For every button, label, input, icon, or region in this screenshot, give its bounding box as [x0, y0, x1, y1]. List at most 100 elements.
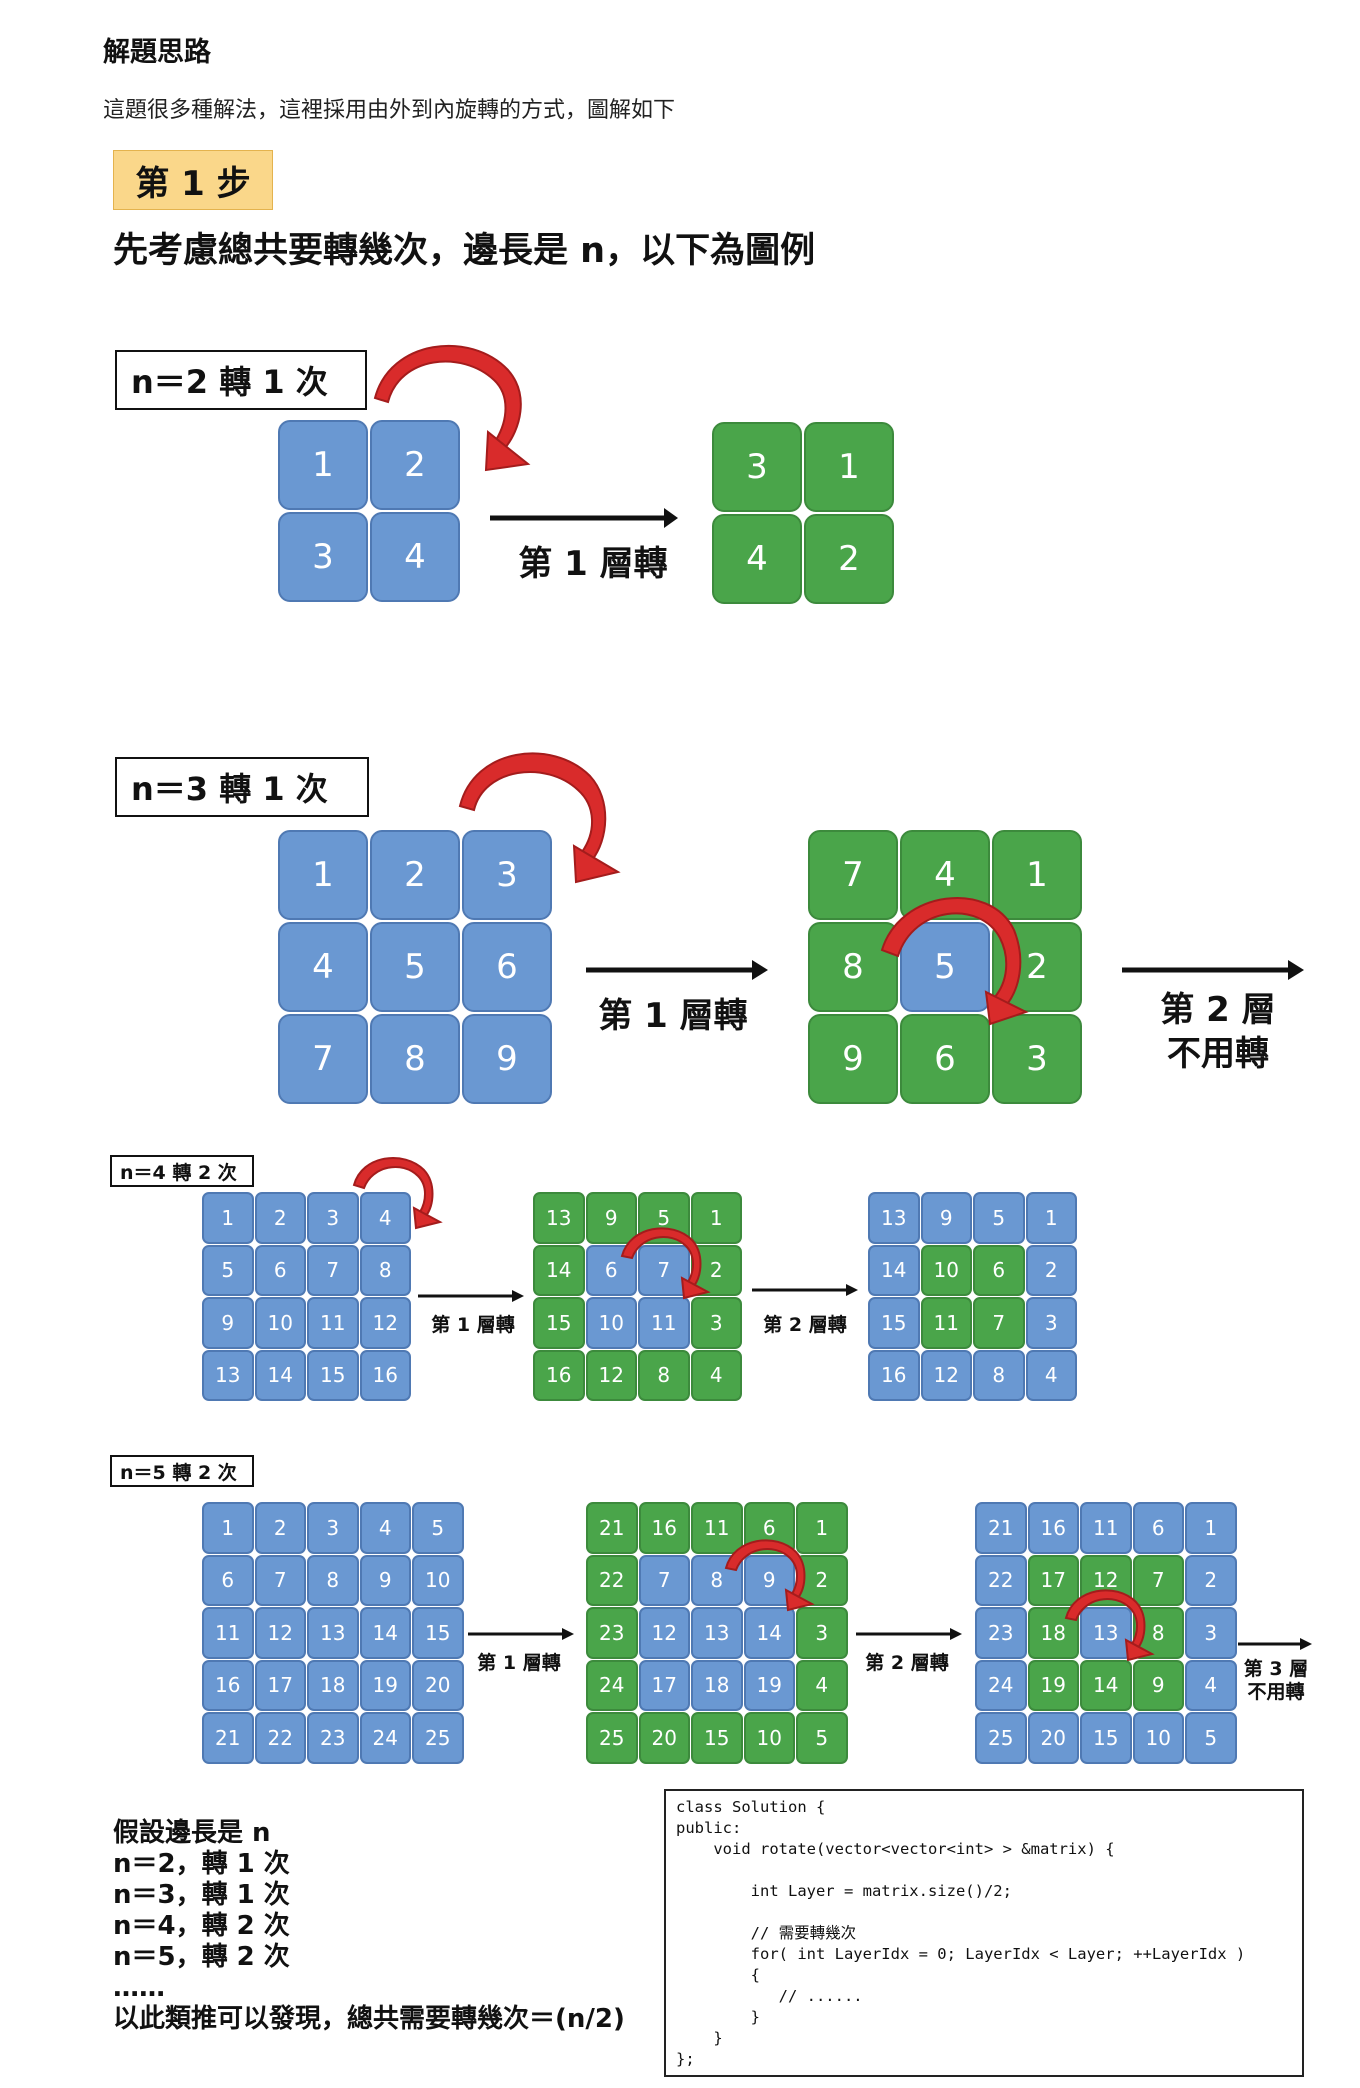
matrix-cell: 1 — [202, 1502, 254, 1554]
matrix-cell: 7 — [307, 1244, 359, 1296]
matrix-cell: 8 — [307, 1554, 359, 1606]
matrix-cell: 12 — [920, 1349, 972, 1401]
matrix-cell: 17 — [638, 1659, 690, 1711]
caption-n2-layer1: 第 1 層轉 — [518, 544, 668, 584]
matrix-cell: 25 — [586, 1712, 638, 1764]
section-title: 解題思路 — [103, 37, 211, 68]
matrix-cell: 16 — [638, 1502, 690, 1554]
matrix-cell: 5 — [1185, 1712, 1237, 1764]
matrix-cell: 4 — [1185, 1659, 1237, 1711]
matrix-cell: 12 — [638, 1607, 690, 1659]
matrix-cell: 1 — [796, 1502, 848, 1554]
caption-n5-layer2: 第 2 層轉 — [865, 1652, 949, 1674]
matrix-cell: 7 — [638, 1244, 690, 1296]
matrix-cell: 8 — [638, 1349, 690, 1401]
matrix-cell: 6 — [202, 1554, 254, 1606]
matrix-cell: 2 — [690, 1244, 742, 1296]
intro-text: 這題很多種解法，這裡採用由外到內旋轉的方式，圖解如下 — [103, 98, 676, 123]
matrix-cell: 6 — [254, 1244, 306, 1296]
matrix-cell: 5 — [202, 1244, 254, 1296]
matrix-cell: 14 — [533, 1244, 585, 1296]
matrix-cell: 18 — [691, 1659, 743, 1711]
matrix-cell: 23 — [307, 1712, 359, 1764]
code-line: // ...... — [676, 1987, 863, 2005]
caption-n4-layer1: 第 1 層轉 — [431, 1314, 515, 1336]
matrix-cell: 15 — [533, 1297, 585, 1349]
right-arrow-head — [512, 1290, 524, 1302]
matrix-cell: 15 — [412, 1607, 464, 1659]
code-snippet: class Solution { public: void rotate(vec… — [664, 1789, 1304, 2077]
matrix-cell: 1 — [1025, 1192, 1077, 1244]
matrix-cell: 7 — [638, 1554, 690, 1606]
summary-line: …… — [113, 1973, 165, 2003]
matrix-cell: 6 — [743, 1502, 795, 1554]
code-line: { — [676, 1966, 760, 1984]
code-line: }; — [676, 2050, 695, 2068]
matrix-cell: 2 — [254, 1502, 306, 1554]
summary-line: n＝5，轉 2 次 — [113, 1942, 290, 1972]
matrix-cell: 12 — [585, 1349, 637, 1401]
matrix-cell: 3 — [796, 1607, 848, 1659]
summary-line: n＝2，轉 1 次 — [113, 1849, 290, 1879]
caption-n5-layer1: 第 1 層轉 — [477, 1652, 561, 1674]
matrix-cell: 4 — [796, 1659, 848, 1711]
rotate-arrow-head — [412, 1206, 443, 1230]
matrix-cell: 21 — [586, 1502, 638, 1554]
matrix-cell: 2 — [254, 1192, 306, 1244]
matrix-cell: 3 — [712, 422, 802, 512]
code-line: // 需要轉幾次 — [676, 1924, 857, 1942]
summary-line: n＝4，轉 2 次 — [113, 1911, 290, 1941]
matrix-cell: 2 — [1025, 1244, 1077, 1296]
matrix-cell: 13 — [691, 1607, 743, 1659]
caption-n5-layer3: 第 3 層 不用轉 — [1243, 1658, 1309, 1703]
matrix-cell: 13 — [1080, 1607, 1132, 1659]
matrix-cell: 4 — [359, 1192, 411, 1244]
matrix-cell: 6 — [585, 1244, 637, 1296]
matrix-cell: 25 — [412, 1712, 464, 1764]
right-arrow-head — [562, 1628, 574, 1640]
matrix-cell: 21 — [202, 1712, 254, 1764]
summary-line: n＝3，轉 1 次 — [113, 1880, 290, 1910]
matrix-cell: 16 — [533, 1349, 585, 1401]
matrix-cell: 7 — [278, 1014, 368, 1104]
matrix-cell: 18 — [307, 1659, 359, 1711]
matrix-cell: 18 — [1027, 1607, 1079, 1659]
matrix-cell: 3 — [1185, 1607, 1237, 1659]
code-line — [676, 1902, 1292, 1923]
matrix-cell: 16 — [359, 1349, 411, 1401]
example-label-n2: n＝2 轉 1 次 — [115, 350, 367, 410]
right-arrow-head — [846, 1284, 858, 1296]
matrix-cell: 16 — [868, 1349, 920, 1401]
matrix-cell: 14 — [359, 1607, 411, 1659]
matrix-cell: 8 — [808, 922, 898, 1012]
summary-line: 假設邊長是 n — [113, 1818, 271, 1848]
matrix-cell: 10 — [1132, 1712, 1184, 1764]
example-label-n3: n＝3 轉 1 次 — [115, 757, 369, 817]
matrix-cell: 15 — [868, 1297, 920, 1349]
matrix-cell: 12 — [1080, 1554, 1132, 1606]
matrix-cell: 1 — [278, 420, 368, 510]
matrix-cell: 7 — [808, 830, 898, 920]
matrix-cell: 1 — [1185, 1502, 1237, 1554]
matrix-cell: 5 — [370, 922, 460, 1012]
matrix-cell: 9 — [585, 1192, 637, 1244]
matrix-cell: 14 — [254, 1349, 306, 1401]
matrix-cell: 12 — [359, 1297, 411, 1349]
caption-n3-layer2: 第 2 層 不用轉 — [1160, 990, 1276, 1074]
matrix-cell: 9 — [920, 1192, 972, 1244]
code-line: void rotate(vector<vector<int> > &matrix… — [676, 1840, 1115, 1858]
matrix-cell: 24 — [975, 1659, 1027, 1711]
matrix-cell: 23 — [975, 1607, 1027, 1659]
matrix-cell: 19 — [1027, 1659, 1079, 1711]
matrix-cell: 15 — [691, 1712, 743, 1764]
right-arrow-head — [1288, 960, 1304, 980]
matrix-cell: 20 — [1027, 1712, 1079, 1764]
matrix-cell: 5 — [638, 1192, 690, 1244]
matrix-cell: 5 — [900, 922, 990, 1012]
matrix-cell: 1 — [202, 1192, 254, 1244]
matrix-cell: 20 — [638, 1712, 690, 1764]
matrix-cell: 17 — [1027, 1554, 1079, 1606]
matrix-cell: 7 — [254, 1554, 306, 1606]
matrix-cell: 20 — [412, 1659, 464, 1711]
code-line: class Solution { — [676, 1798, 826, 1816]
